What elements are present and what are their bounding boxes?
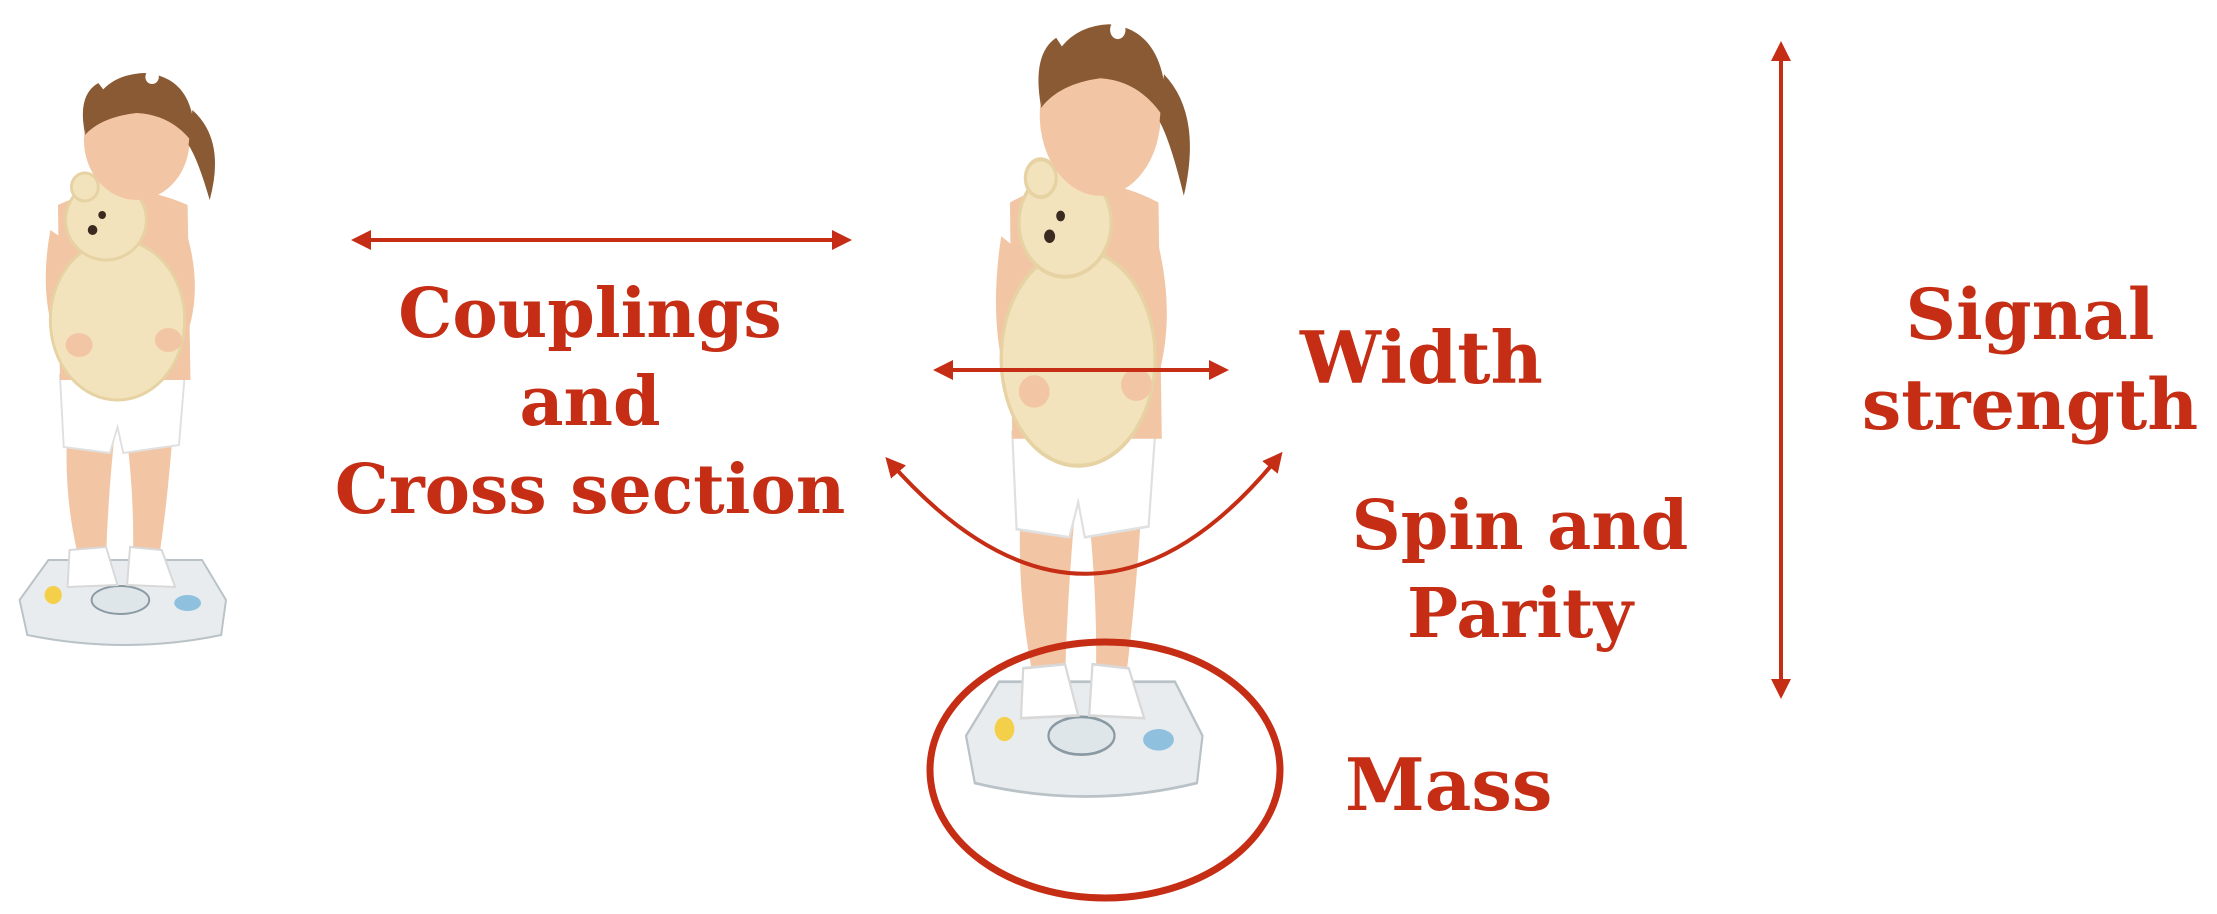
signal-label-line-1: Signal [1860,270,2200,360]
girl-small-figure [20,70,226,645]
couplings-label-line-3: Cross section [330,446,850,534]
width-label: Width [1300,315,1600,401]
mass-label: Mass [1345,742,1605,828]
spin-label-line-2: Parity [1320,570,1720,658]
signal-label-line-2: strength [1860,360,2200,450]
couplings-label-line-2: and [330,358,850,446]
couplings-label-line-1: Couplings [330,270,850,358]
spin-label-line-1: Spin and [1320,482,1720,570]
signal-strength-label: Signal strength [1860,270,2200,450]
girl-large-figure [966,20,1203,796]
couplings-label: Couplings and Cross section [330,270,850,534]
spin-parity-label: Spin and Parity [1320,482,1720,658]
